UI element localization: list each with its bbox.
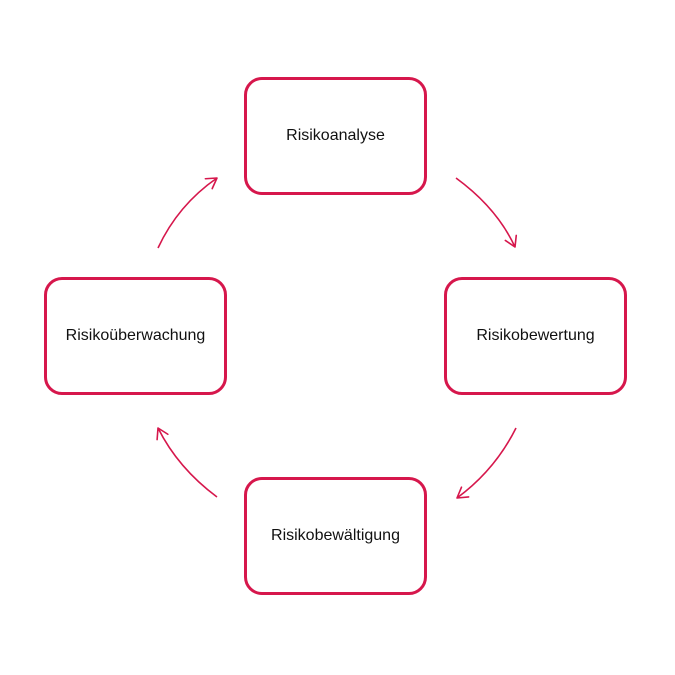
node-label: Risikoanalyse <box>286 127 385 144</box>
node-risikobewaeltigung: Risikobewältigung <box>244 477 427 595</box>
node-risikobewertung: Risikobewertung <box>444 277 627 395</box>
arrow-bewertung-to-bewaeltigung <box>456 427 517 499</box>
node-label: Risikobewertung <box>476 327 595 344</box>
node-risikoanalyse: Risikoanalyse <box>244 77 427 195</box>
node-label: Risikoüberwachung <box>65 327 206 344</box>
arrow-analyse-to-bewertung <box>455 177 518 248</box>
arrow-bewaeltigung-to-ueberwachung <box>156 427 218 498</box>
node-risikoueberwachung: Risikoüberwachung <box>44 277 227 395</box>
node-label: Risikobewältigung <box>271 527 400 544</box>
arrow-ueberwachung-to-analyse <box>157 177 218 249</box>
